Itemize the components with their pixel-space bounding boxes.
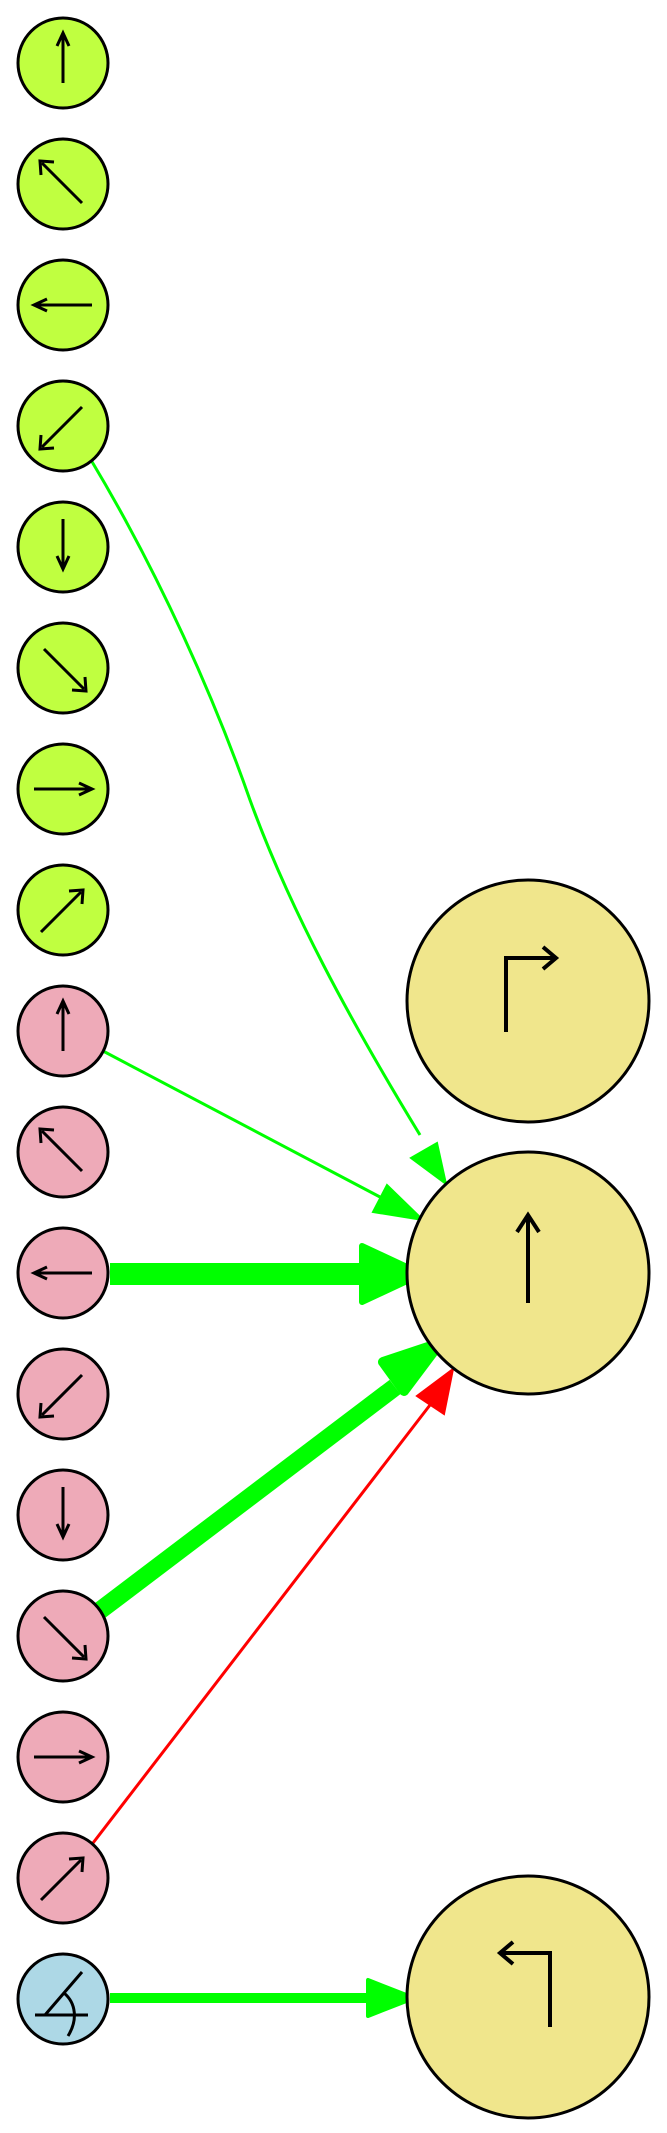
straight-arrow-icon [515, 1211, 541, 1303]
arrow-up-icon [55, 29, 71, 83]
node-layer [16, 16, 651, 2120]
arrow-down-icon [55, 519, 71, 573]
angle-icon [35, 1971, 88, 2037]
node-green-downright[interactable] [16, 621, 110, 715]
node-blue-angle[interactable] [16, 1952, 110, 2046]
node-green-up[interactable] [16, 16, 110, 110]
node-pink-down[interactable] [16, 1468, 110, 1562]
node-yellow-turnleft[interactable] [405, 1874, 651, 2120]
node-yellow-straight[interactable] [405, 1150, 651, 1396]
arrow-up-right-icon [39, 1856, 85, 1902]
arrow-left-icon [30, 297, 92, 313]
edge-green-downright-to-straight [92, 1338, 445, 1620]
edge-red-upright-to-straight [91, 1366, 455, 1844]
arrow-up-right-icon [39, 888, 85, 934]
edge-green-downleft-to-straight [89, 459, 448, 1187]
node-green-down[interactable] [16, 500, 110, 594]
edge-green-up-to-straight [102, 1049, 426, 1222]
node-green-upleft[interactable] [16, 137, 110, 231]
node-yellow-turnright[interactable] [405, 878, 651, 1124]
turn-left-icon [496, 1940, 552, 2027]
node-pink-upleft[interactable] [16, 1105, 110, 1199]
node-pink-left[interactable] [16, 1226, 110, 1320]
edge-green-angle-to-turnleft [110, 1978, 416, 2018]
arrow-up-left-icon [38, 1127, 84, 1173]
arrow-up-left-icon [38, 159, 84, 205]
node-pink-upright[interactable] [16, 1831, 110, 1925]
node-pink-downright[interactable] [16, 1589, 110, 1683]
arrow-down-icon [55, 1487, 71, 1541]
arrow-down-right-icon [42, 1615, 88, 1661]
node-pink-right[interactable] [16, 1710, 110, 1804]
node-green-right[interactable] [16, 742, 110, 836]
arrow-down-left-icon [38, 1373, 84, 1419]
arrow-down-left-icon [38, 405, 84, 451]
node-pink-up[interactable] [16, 984, 110, 1078]
arrow-right-icon [34, 1749, 96, 1765]
turn-right-icon [504, 945, 560, 1032]
arrow-up-icon [55, 997, 71, 1051]
edge-green-left-to-straight [110, 1243, 425, 1305]
arrow-down-right-icon [42, 647, 88, 693]
node-green-downleft[interactable] [16, 379, 110, 473]
arrow-right-icon [34, 781, 96, 797]
edge-layer [89, 459, 455, 2018]
node-green-left[interactable] [16, 258, 110, 352]
node-pink-downleft[interactable] [16, 1347, 110, 1441]
arrow-left-icon [30, 1265, 92, 1281]
node-green-upright[interactable] [16, 863, 110, 957]
